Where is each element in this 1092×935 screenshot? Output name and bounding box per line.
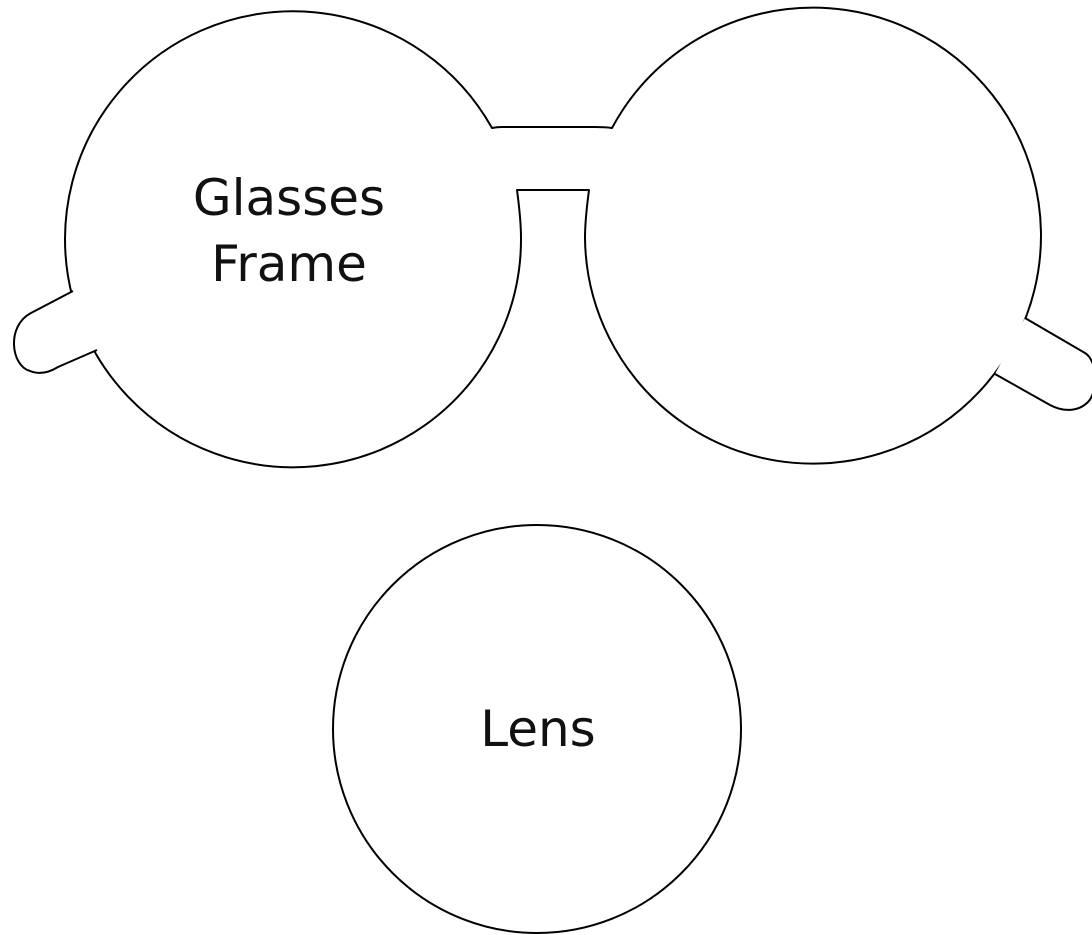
frame-label-line2: Frame: [211, 235, 367, 293]
glasses-frame: [14, 8, 1092, 468]
lens-label: Lens: [480, 700, 595, 758]
frame-label-line1: Glasses: [193, 169, 385, 227]
